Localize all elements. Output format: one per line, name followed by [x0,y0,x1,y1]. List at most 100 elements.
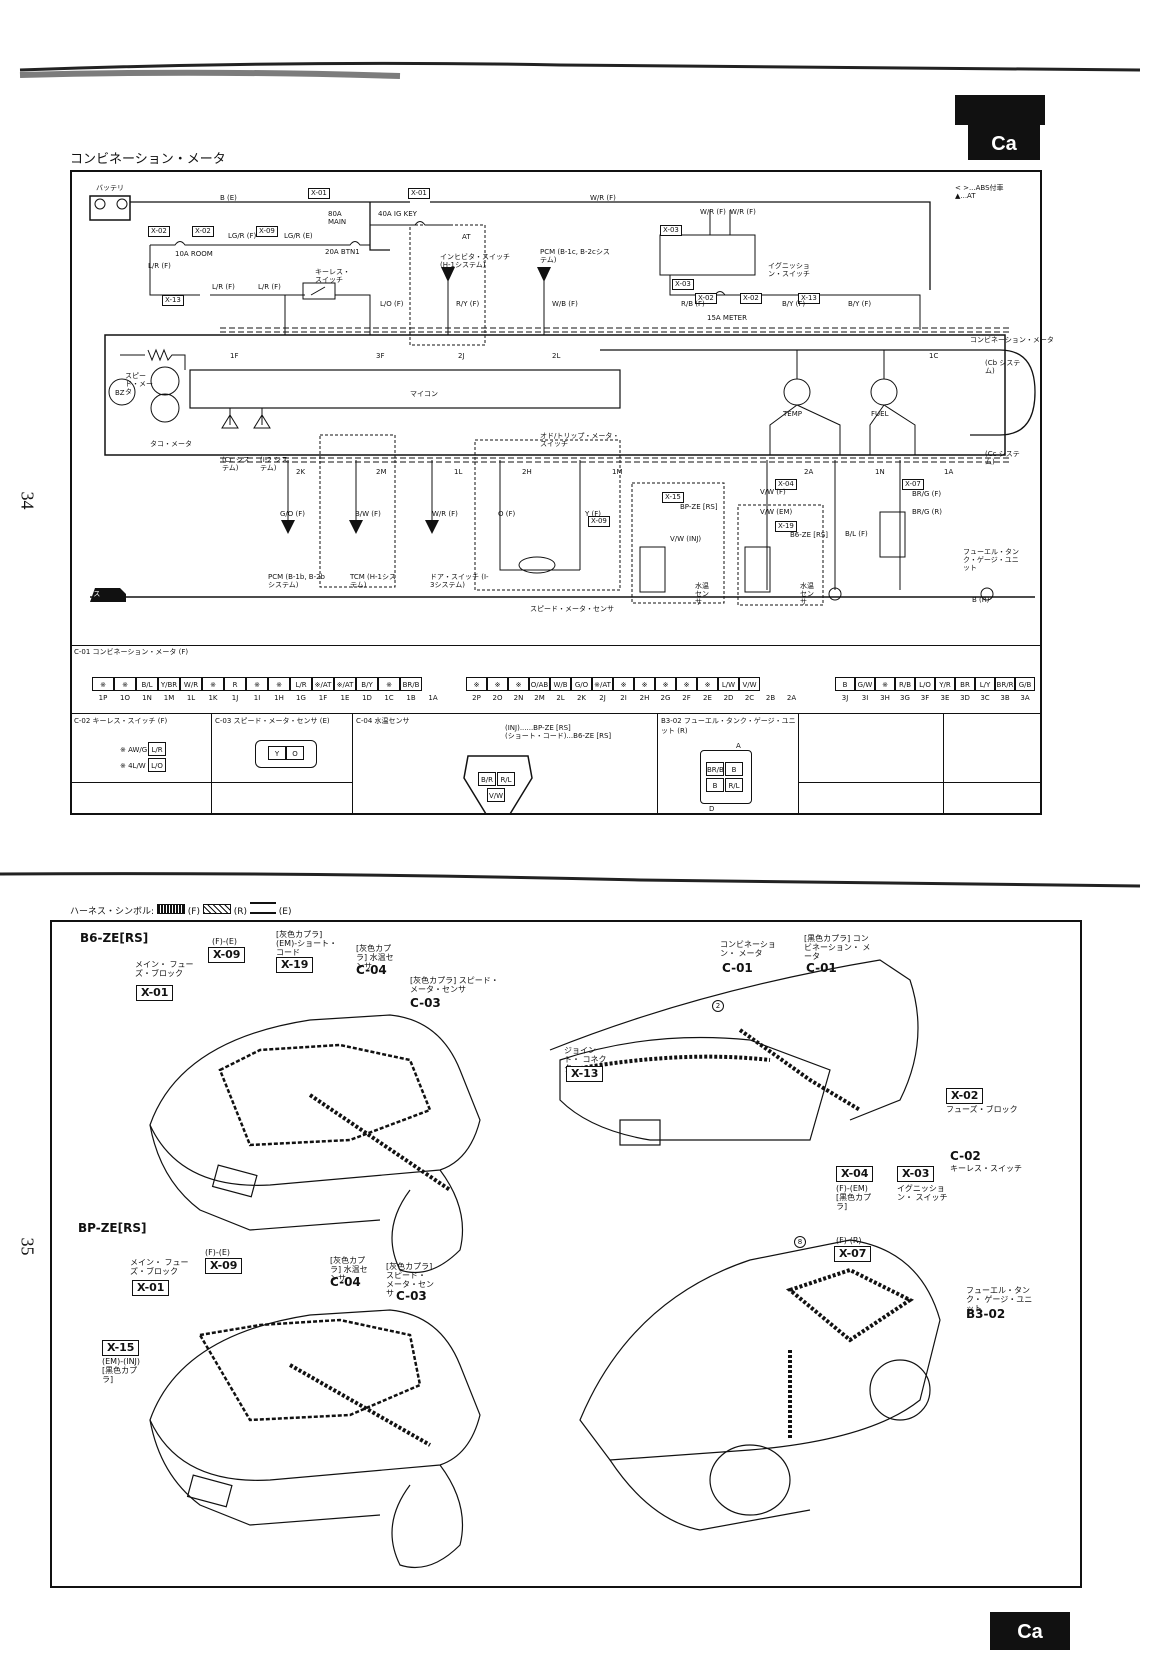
c01-row1-pin-label: 1H [274,694,284,702]
bz-label: BZ [115,389,125,397]
speedometer-label: スピード・メータ [125,372,153,396]
terminal-2l: 2L [552,352,561,360]
bp-x15-text: (EM)-(INJ) [黒色カプラ] [102,1357,141,1384]
b6-x09-tag: X-09 [208,947,246,963]
fuel-label: FUEL [871,410,889,418]
c01-title: C-01 コンビネーション・メータ (F) [74,648,189,656]
blank-cell-4 [211,782,353,815]
wire-lgr-f: LG/R (F) [228,232,257,240]
wire-go-f: G/O (F) [280,510,306,518]
c01-row3-pin-label: 3B [1000,694,1010,702]
terminal-2k: 2K [296,468,306,476]
legend-e-swatch [249,902,276,914]
bp-c03-tag: C-03 [396,1289,427,1303]
connector-x07: X-07 [902,479,924,490]
c01-row1-pin-label: 1G [296,694,306,702]
c02-pin-2: L/O [148,758,166,772]
water-temp-2-label: 水温センサ [800,582,814,606]
pcm-top-label: PCM (B-1c, B-2cシステム) [540,248,610,264]
bp-c04-tag: C-04 [330,1275,361,1289]
c01-row3-pin: BR/R [995,677,1015,691]
c01-row1-pin-label: 1L [186,694,196,702]
c01-row1-pin-label: 1B [406,694,416,702]
harness-illustrations [149,959,941,1569]
dash-x13-tag: X-13 [566,1066,604,1082]
terminal-2j: 2J [458,352,465,360]
connector-x04: X-04 [775,479,797,490]
c01-row1-pin: ※ [378,677,400,691]
speed-sensor-label: スピード・メータ・センサ [530,605,614,613]
c01-row2-pin: G/O [571,677,592,691]
c01-row1-pin: ※ [202,677,224,691]
c01-row3-pin: L/O [915,677,935,691]
wire-vw-f: V/W (F) [760,488,786,496]
connector-x09-a: X-09 [256,226,278,237]
c01-row2-pin: ※ [697,677,718,691]
wire-bl-f: B/L (F) [845,530,868,538]
terminal-2a: 2A [804,468,814,476]
rear-b302-text: フューエル・タンク・ ゲージ・ユニット [966,1286,1033,1313]
connector-x19: X-19 [775,521,797,532]
fuel-unit-label: フューエル・タンク・ゲージ・ユニット [963,548,1019,572]
c01-row2-pin-label: 2N [513,694,524,702]
dash-c02-tag: C-02 [950,1149,981,1163]
c01-row2-pin: ※ [487,677,508,691]
wire-lr-f-1: L/R (F) [148,262,171,270]
terminal-1c: 1C [929,352,939,360]
ref-circle-2: 2 [712,1000,724,1012]
wire-vw-inj: V/W (INJ) [670,535,702,543]
connector-x02-b: X-02 [192,226,214,237]
b6-x01-tag: X-01 [136,985,174,1001]
bp-x09-tag: X-09 [205,1258,243,1274]
rear-x07-text: (F)-(R) [836,1236,862,1245]
wire-lr-f-2: L/R (F) [212,283,235,291]
connector-x01-a: X-01 [308,188,330,199]
wire-wr-f-4: W/R (F) [432,510,458,518]
rear-x07-tag: X-07 [834,1246,872,1262]
terminal-3f: 3F [376,352,385,360]
odo-switch-label: オド/トリップ・メータ・スイッチ [540,432,620,448]
legend-e: (E) [278,907,292,917]
dash-x02-text: フューズ・ブロック [946,1105,1018,1114]
bp-x15-tag: X-15 [102,1340,140,1356]
fuse-15a: 15A METER [707,314,747,322]
connector-x02-c: X-02 [695,293,717,304]
c01-row1-pin-label: 1E [340,694,350,702]
meter-label: コンビネーション・メータ [970,336,1054,344]
c01-row3-pin-label: 3F [920,694,930,702]
c01-row1-pin: BR/B [400,677,422,691]
fuse-10a: 10A ROOM [175,250,213,258]
wire-b-e: B (E) [220,194,237,202]
wire-lo-f: L/O (F) [380,300,404,308]
c01-row3-pin-label: 3I [861,694,869,702]
dash-x02-tag: X-02 [946,1088,984,1104]
c01-row1-pin-label: 1C [384,694,394,702]
b6-title: B6-ZE[RS] [80,931,149,945]
cc-system-label: (Cc システム) [985,450,1020,466]
micon-label: マイコン [410,390,438,398]
c01-row2-pin: ※ [634,677,655,691]
b302-title: B3-02 フューエル・タンク・ゲージ・ユニット (R) [661,717,796,735]
legend-r: (R) [233,907,248,917]
c01-row3-pin: B [835,677,855,691]
dash-c02-text: キーレス・スイッチ [950,1164,1022,1173]
terminal-2m: 2M [376,468,387,476]
b6-c03-text: [灰色カプラ] スピード・メータ・センサ [410,976,499,994]
c01-row2-pin: ※ [676,677,697,691]
c04-title: C-04 水温センサ [356,717,410,725]
c01-row2-pin: O/AB [529,677,550,691]
c01-row3-pin: Y/R [935,677,955,691]
c01-row2-pin-label: 2J [599,694,606,702]
b302-pin-2: B [725,762,743,776]
wire-bw-f: B/W (F) [355,510,381,518]
wire-lgr-e: LG/R (E) [284,232,313,240]
connector-x02-a: X-02 [148,226,170,237]
c01-row1-pin-label: 1J [231,694,239,702]
c04-connector-shell [463,755,533,815]
tcm-label: TCM (H-1システム) [350,573,396,589]
section-tab-bottom: Ca [990,1612,1070,1650]
bp-c04-text: [灰色カプラ] 水温センサ [330,1256,368,1283]
c01-row3-pin-label: 3G [900,694,910,702]
connector-x03-b: X-03 [672,279,694,290]
connector-x09-b: X-09 [588,516,610,527]
